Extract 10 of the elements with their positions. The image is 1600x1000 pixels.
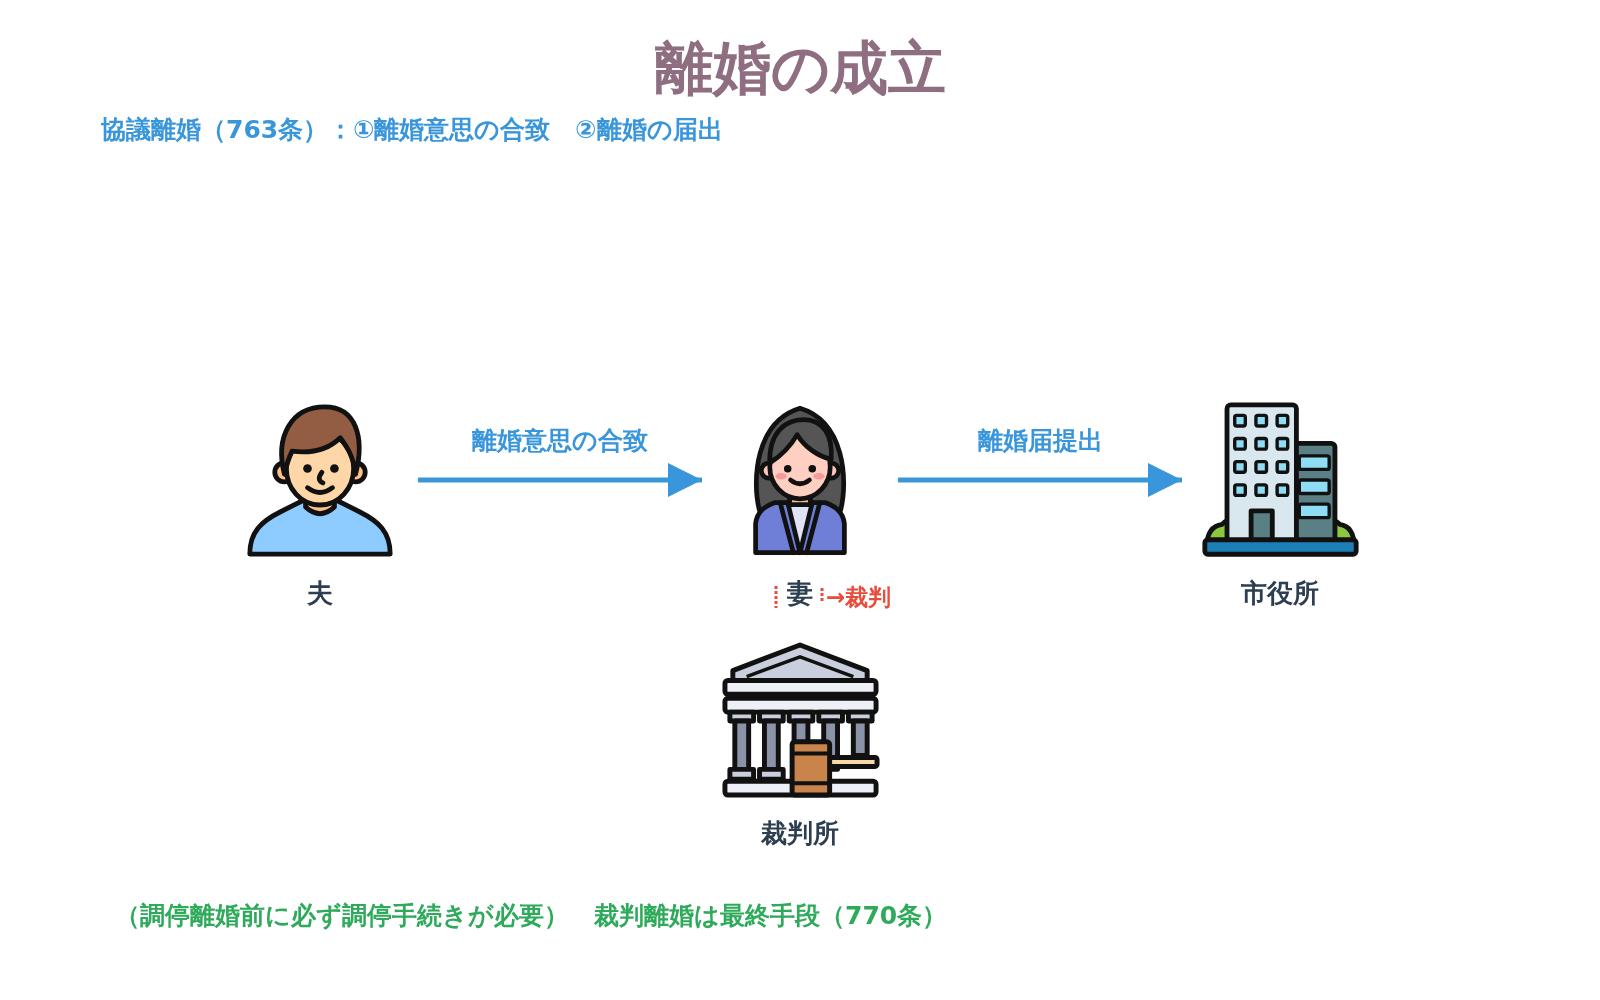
- title: 離婚の成立: [654, 34, 946, 104]
- node-label: 夫: [307, 578, 333, 610]
- node-label: 裁判所: [761, 818, 839, 850]
- node-label: 妻: [787, 578, 813, 610]
- side-note: →裁判: [826, 584, 892, 612]
- arrow: [898, 463, 1182, 497]
- note-text: （調停離婚前に必ず調停手続きが必要） 裁判離婚は最終手段（770条）: [115, 901, 948, 931]
- note-text: 協議離婚（763条）：①離婚意思の合致 ②離婚の届出: [101, 115, 723, 145]
- arrow: [418, 463, 702, 497]
- node-label: 市役所: [1241, 578, 1319, 610]
